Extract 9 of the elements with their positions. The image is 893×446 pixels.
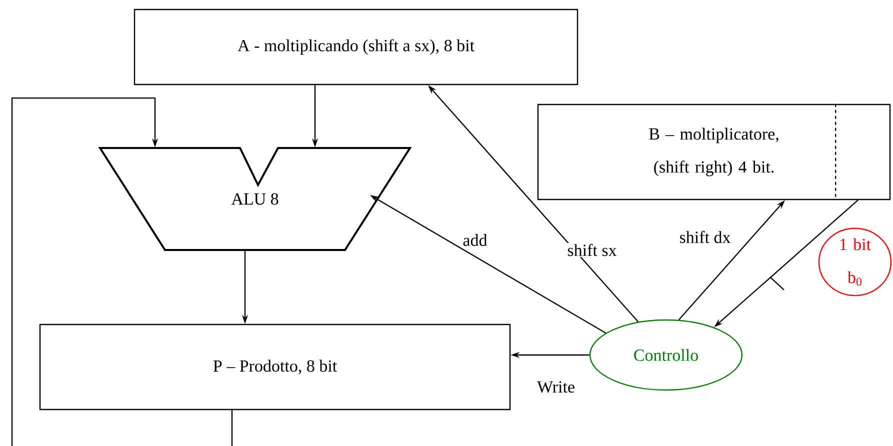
line: [231, 410, 233, 446]
register-box: B – moltiplicatore, (shift right) 4 bit.: [537, 104, 891, 200]
edge-label: Write: [536, 380, 576, 394]
edge-label: shift dx: [678, 230, 732, 244]
register-box: P – Prodotto, 8 bit: [39, 324, 511, 410]
edge-label: add: [462, 233, 488, 247]
register-box: A - moltiplicando (shift a sx), 8 bit: [134, 8, 578, 86]
edge-label: shift sx: [566, 242, 618, 258]
arrow: [11, 97, 158, 446]
